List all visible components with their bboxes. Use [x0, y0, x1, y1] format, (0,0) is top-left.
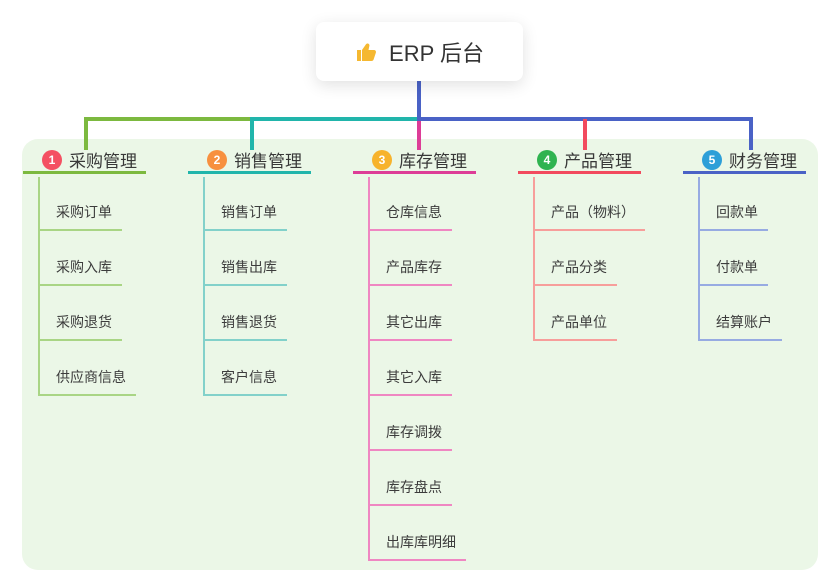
connector-line [749, 117, 753, 150]
child-node[interactable]: 采购入库 [38, 257, 122, 286]
child-node[interactable]: 结算账户 [698, 312, 782, 341]
branch-number-badge: 5 [702, 149, 722, 170]
child-node[interactable]: 其它入库 [368, 367, 452, 396]
child-node[interactable]: 回款单 [698, 202, 768, 231]
branch-label: 产品管理 [564, 152, 632, 171]
connector-line [38, 177, 40, 396]
child-node[interactable]: 其它出库 [368, 312, 452, 341]
mindmap-panel [22, 139, 818, 570]
child-node[interactable]: 销售订单 [203, 202, 287, 231]
branch-label: 财务管理 [729, 152, 797, 171]
thumbs-up-icon [355, 40, 379, 64]
branch-label: 销售管理 [234, 152, 302, 171]
connector-line [250, 117, 419, 121]
connector-line [417, 119, 421, 150]
child-node[interactable]: 库存调拨 [368, 422, 452, 451]
branch-label: 采购管理 [69, 152, 137, 171]
child-node[interactable]: 仓库信息 [368, 202, 452, 231]
child-node[interactable]: 付款单 [698, 257, 768, 286]
branch-number-badge: 3 [372, 149, 392, 170]
child-node[interactable]: 采购订单 [38, 202, 122, 231]
branch-node-sales[interactable]: 2 销售管理 [188, 148, 311, 174]
child-node[interactable]: 产品（物料） [533, 202, 645, 231]
branch-node-inventory[interactable]: 3 库存管理 [353, 148, 476, 174]
child-node[interactable]: 销售出库 [203, 257, 287, 286]
branch-number-badge: 1 [42, 149, 62, 170]
connector-line [698, 177, 700, 341]
child-node[interactable]: 产品单位 [533, 312, 617, 341]
branch-node-purchase[interactable]: 1 采购管理 [23, 148, 146, 174]
root-node[interactable]: ERP 后台 [316, 22, 523, 81]
connector-line [417, 81, 421, 121]
branch-number-badge: 4 [537, 149, 557, 170]
connector-line [250, 117, 254, 150]
child-node[interactable]: 销售退货 [203, 312, 287, 341]
child-node[interactable]: 供应商信息 [38, 367, 136, 396]
root-title: ERP 后台 [389, 40, 484, 66]
child-node[interactable]: 产品分类 [533, 257, 617, 286]
child-node[interactable]: 出库库明细 [368, 532, 466, 561]
child-node[interactable]: 客户信息 [203, 367, 287, 396]
branch-node-product[interactable]: 4 产品管理 [518, 148, 641, 174]
connector-line [533, 177, 535, 341]
branch-node-finance[interactable]: 5 财务管理 [683, 148, 806, 174]
child-node[interactable]: 库存盘点 [368, 477, 452, 506]
child-node[interactable]: 采购退货 [38, 312, 122, 341]
connector-line [84, 117, 88, 150]
child-node[interactable]: 产品库存 [368, 257, 452, 286]
branch-label: 库存管理 [399, 152, 467, 171]
branch-number-badge: 2 [207, 149, 227, 170]
connector-line [84, 117, 252, 121]
connector-line [203, 177, 205, 396]
connector-line [368, 177, 370, 561]
connector-line [583, 119, 587, 150]
